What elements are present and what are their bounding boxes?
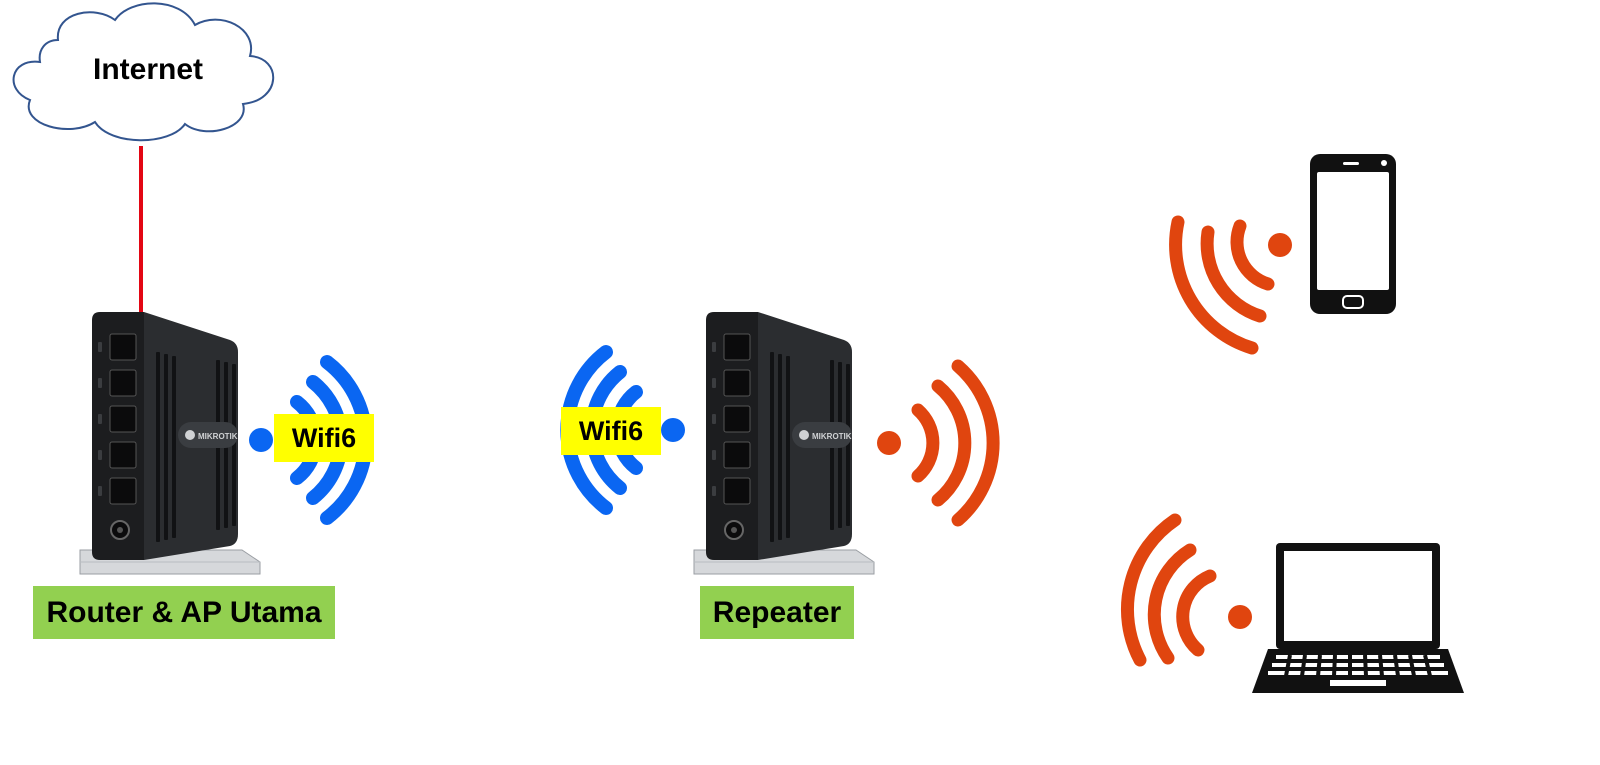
- wifi6-label-main: Wifi6: [274, 414, 374, 462]
- router-ap-utama-label: Router & AP Utama: [33, 586, 335, 639]
- internet-label: Internet: [92, 53, 203, 86]
- wifi-signal-icon: [1169, 215, 1292, 355]
- router-icon: [693, 311, 875, 575]
- repeater-label: Repeater: [700, 586, 854, 639]
- wifi-signal-icon: [877, 359, 1000, 527]
- router-icon: [79, 311, 261, 575]
- wifi-signal-icon: [1120, 513, 1252, 667]
- cloud-icon: [12, 2, 275, 142]
- wifi6-label-repeater: Wifi6: [561, 407, 661, 455]
- smartphone-icon: [1310, 154, 1396, 314]
- laptop-icon: [1252, 543, 1464, 693]
